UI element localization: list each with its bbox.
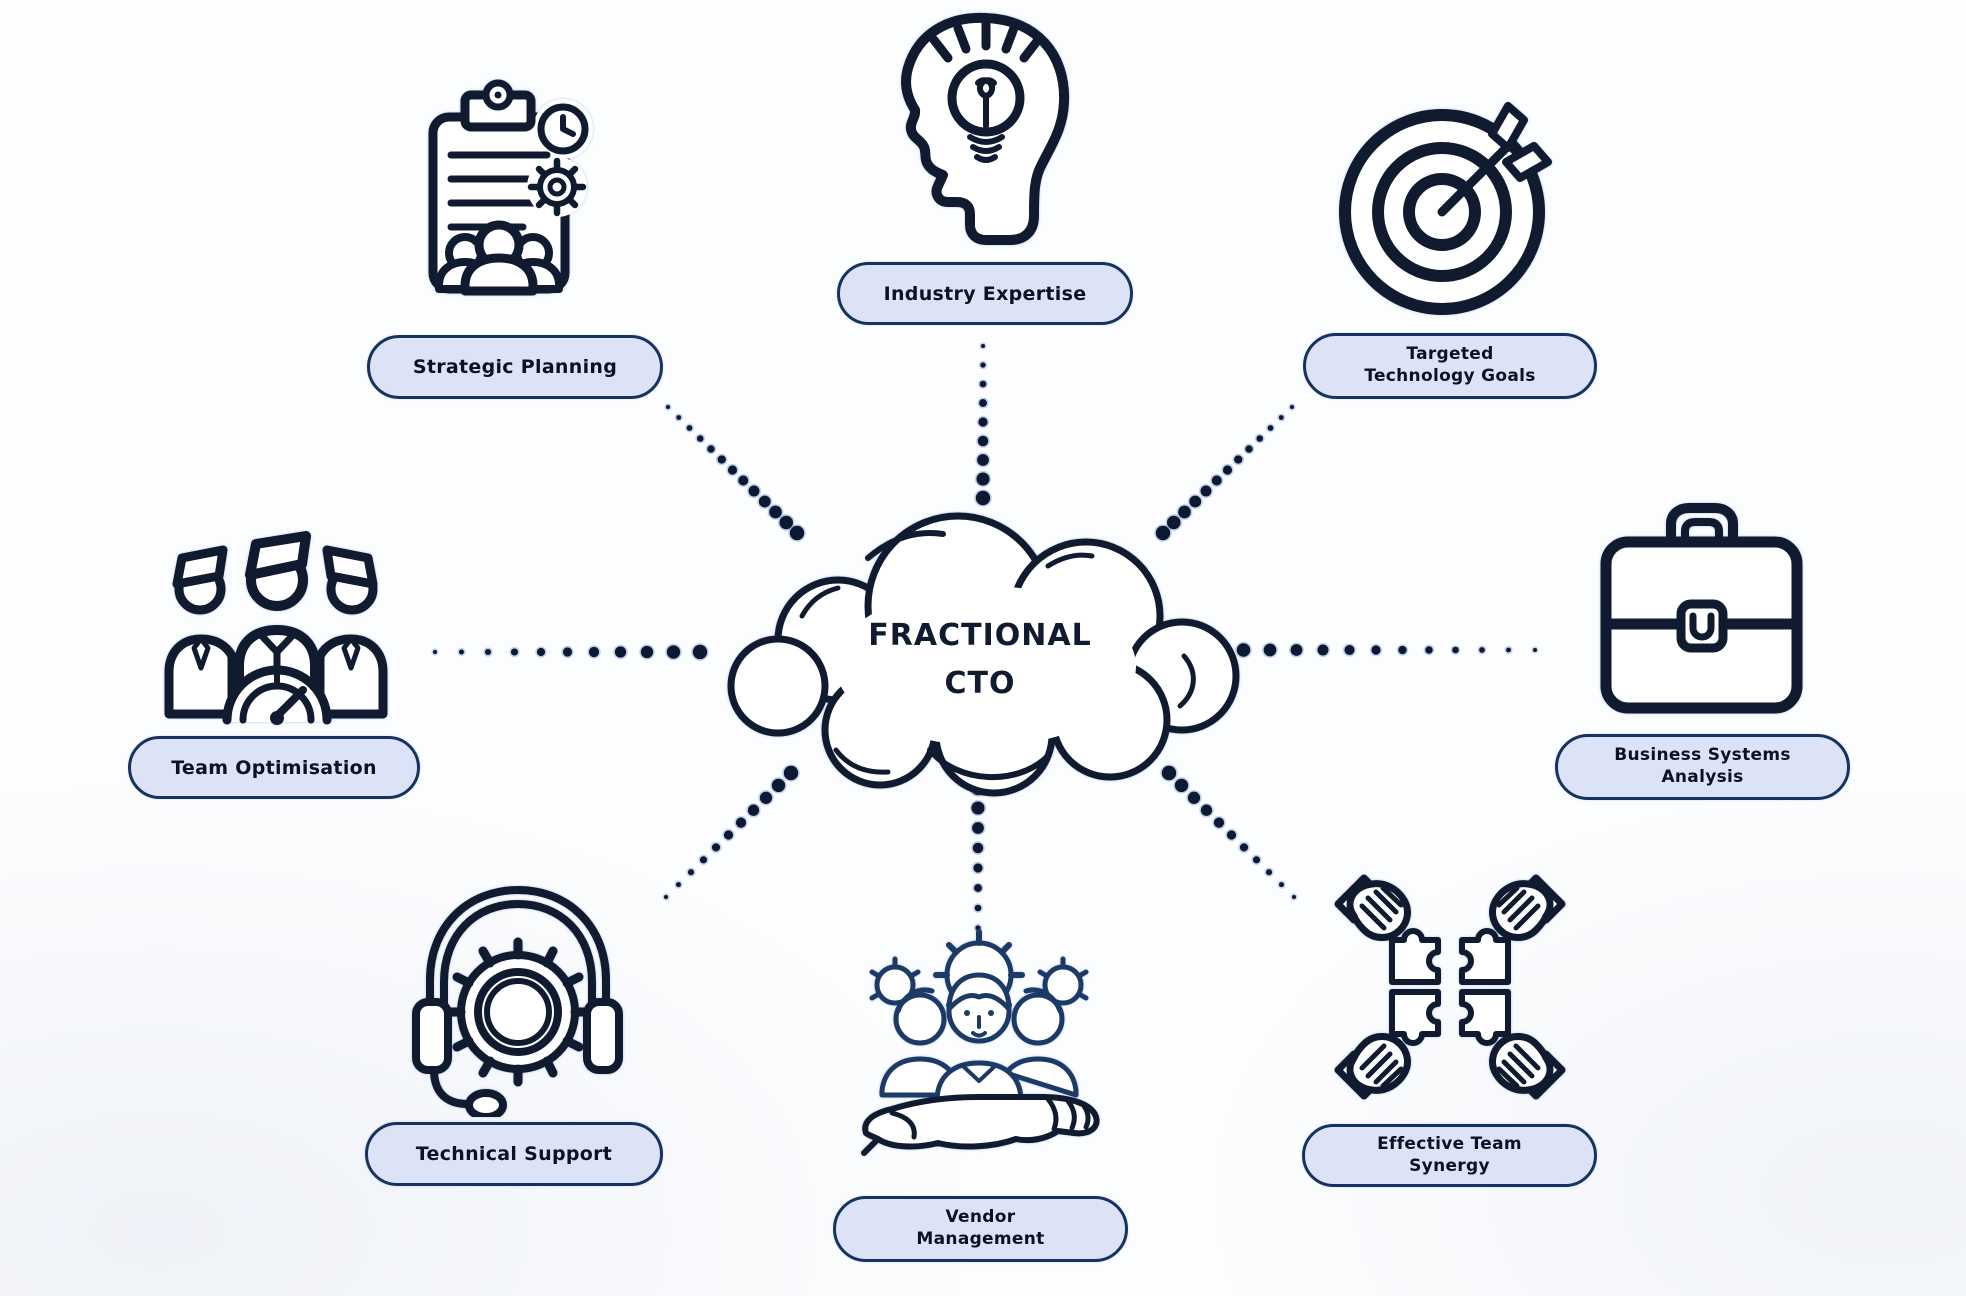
industry-expertise-icon: [901, 12, 1070, 245]
central-cloud: [727, 512, 1240, 797]
team-synergy-puzzle-icon: [1320, 858, 1580, 1116]
team-optimisation-icon: [164, 531, 388, 725]
team-optimisation-label-pill: Team Optimisation: [128, 736, 420, 799]
headset-gear-icon: [412, 886, 623, 1117]
technical-support-label-pill: Technical Support: [365, 1122, 663, 1186]
targeted-technology-goals-label-pill: Targeted Technology Goals: [1303, 333, 1597, 399]
briefcase-icon: [1600, 503, 1803, 714]
effective-team-synergy-label-pill: Effective Team Synergy: [1302, 1124, 1597, 1187]
vendor-management-label-pill: Vendor Management: [833, 1196, 1128, 1262]
strategic-planning-icon: [428, 79, 593, 296]
strategic-planning-label-pill: Strategic Planning: [367, 335, 663, 399]
vendor-management-icon: [861, 929, 1100, 1156]
business-systems-analysis-label-pill: Business Systems Analysis: [1555, 734, 1850, 800]
target-arrow-icon: [1339, 102, 1552, 315]
central-cloud-label: FRACTIONAL CTO: [868, 618, 1092, 701]
industry-expertise-label-pill: Industry Expertise: [837, 262, 1133, 325]
